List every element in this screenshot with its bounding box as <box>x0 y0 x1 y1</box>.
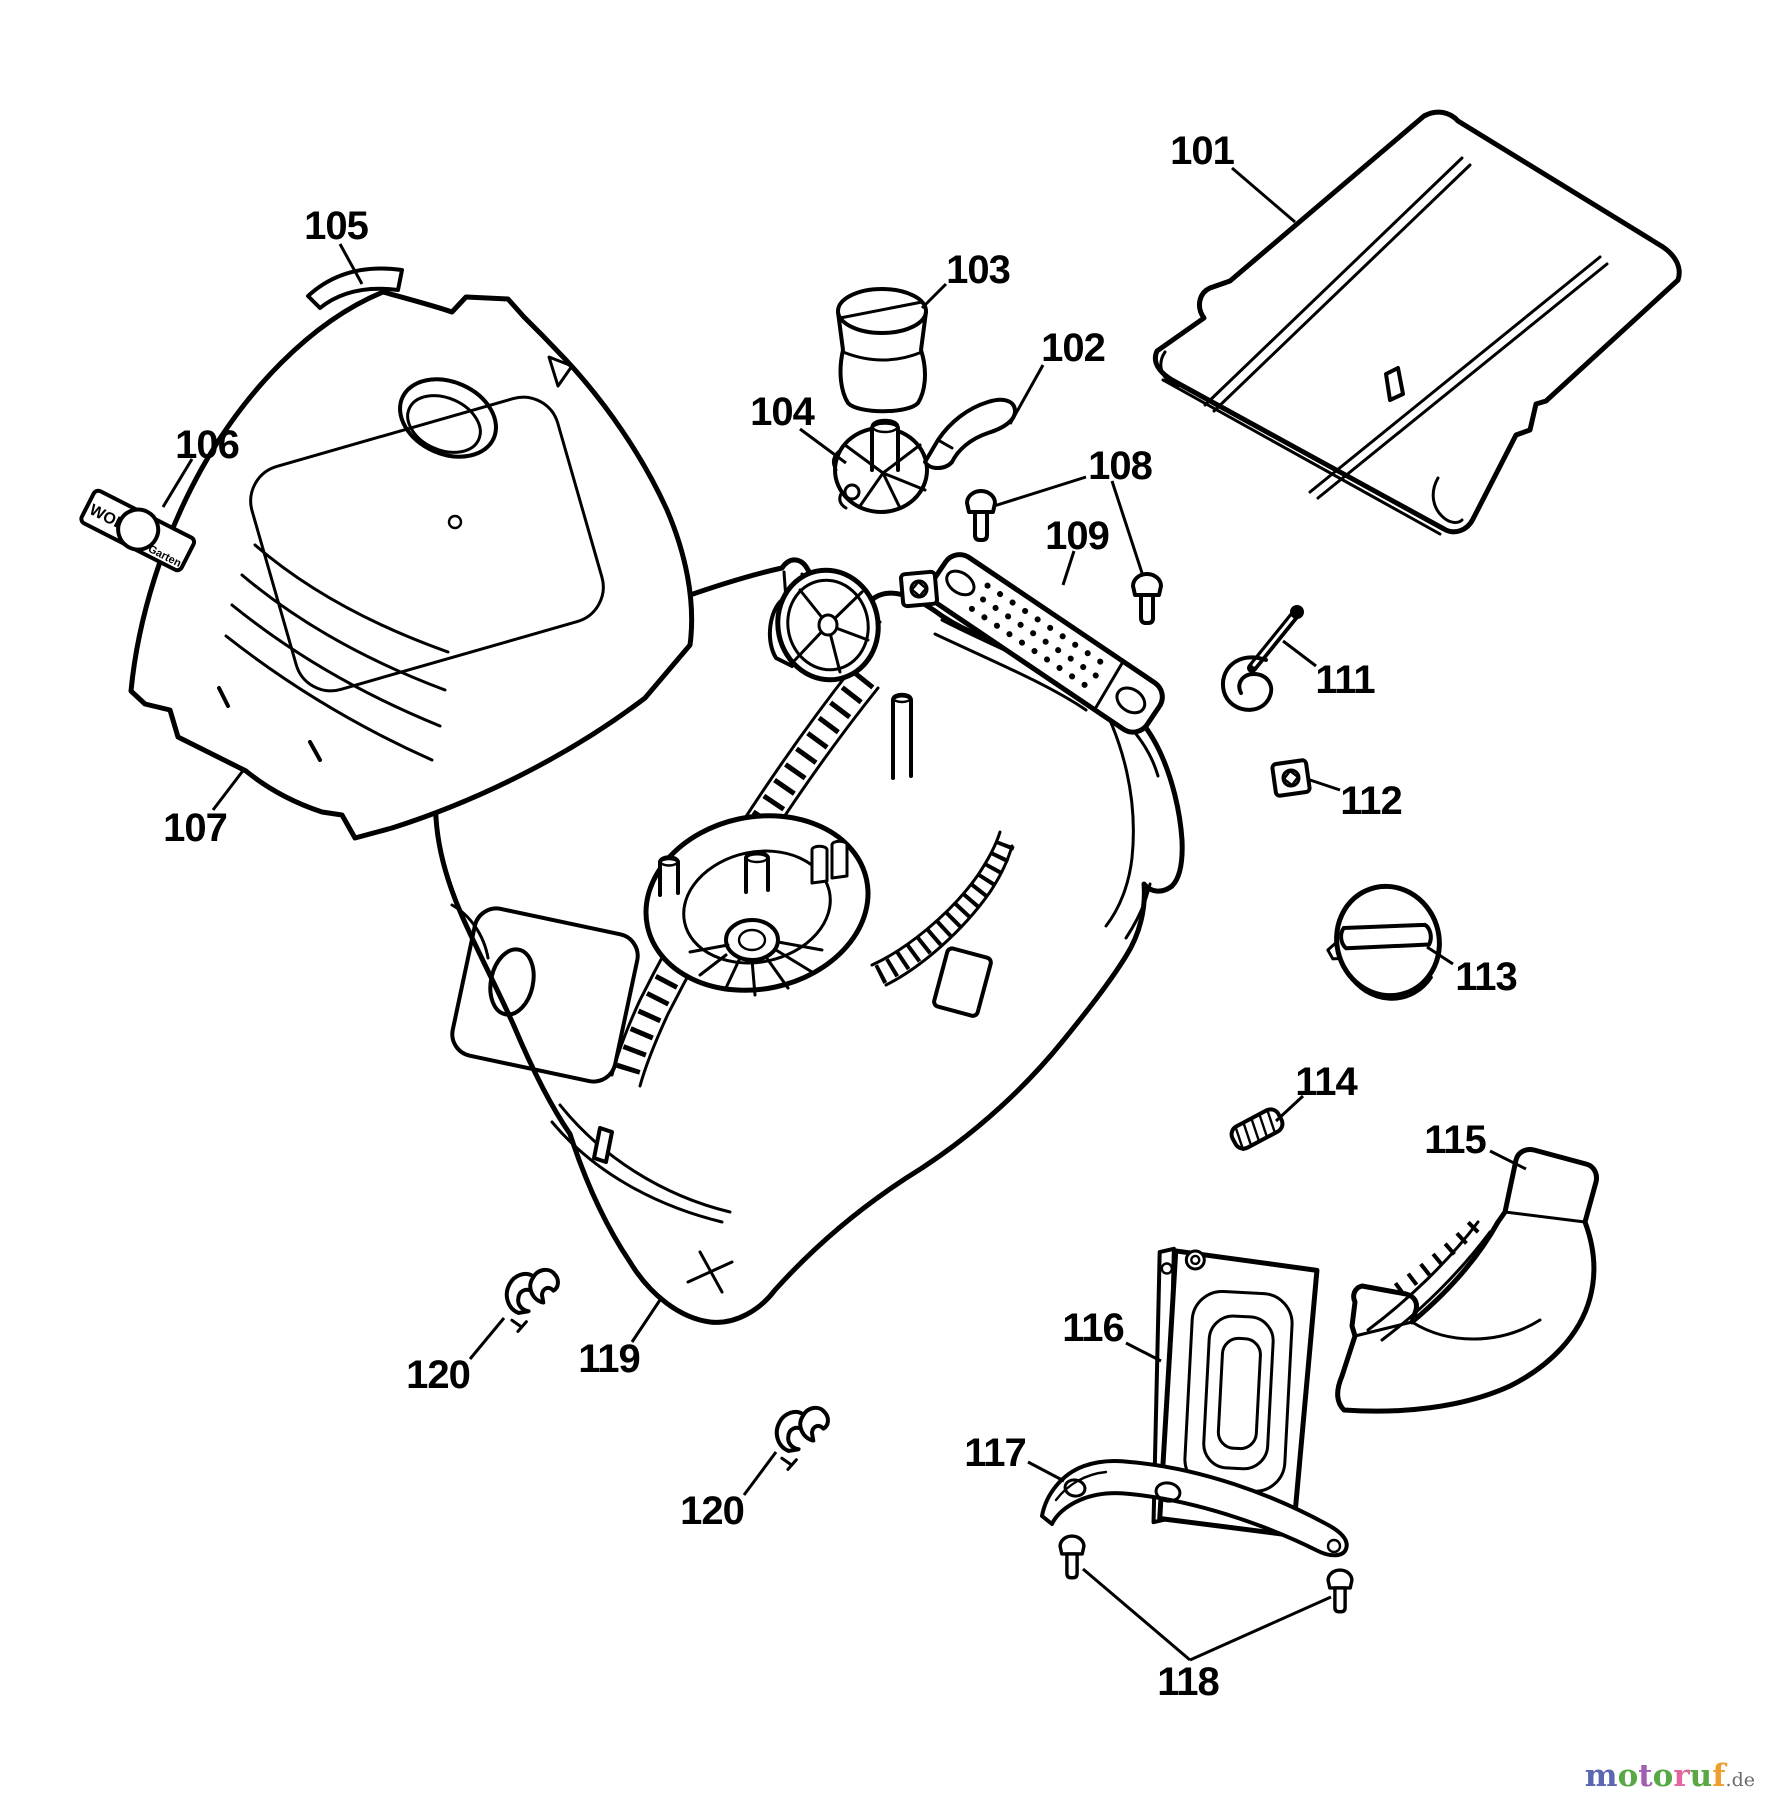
leader-line-107 <box>211 767 247 811</box>
watermark-letter: m <box>1584 1758 1618 1794</box>
leader-line-117 <box>1027 1460 1065 1483</box>
watermark-suffix: .de <box>1725 1769 1755 1791</box>
part-guard-bracket-117 <box>1040 1459 1349 1558</box>
screw-108b <box>1131 572 1163 625</box>
leader-line-112 <box>1306 777 1341 792</box>
part-label-109: 109 <box>1045 514 1109 558</box>
part-cable-lever-102 <box>923 397 1017 470</box>
part-label-103: 103 <box>946 248 1010 292</box>
part-label-119: 119 <box>578 1337 640 1381</box>
part-curved-strip-105 <box>306 266 404 310</box>
part-brand-badge-106: WOLF Garten <box>79 488 197 573</box>
part-label-116: 116 <box>1062 1306 1124 1350</box>
watermark-letter: u <box>1689 1758 1713 1794</box>
part-label-115: 115 <box>1424 1118 1486 1162</box>
part-label-101: 101 <box>1170 129 1234 173</box>
part-label-114: 114 <box>1295 1060 1358 1104</box>
part-label-112: 112 <box>1340 779 1402 823</box>
part-labels: 101 102 103 104 105 106 107 108 109 111 112 113 114 1… <box>161 129 1527 1704</box>
part-mulch-wedge-115 <box>1335 1147 1599 1414</box>
watermark-letter: r <box>1673 1758 1690 1794</box>
leader-line-108 <box>1110 480 1145 577</box>
part-deck-housing-119 <box>433 557 1185 1325</box>
part-label-120: 120 <box>680 1489 744 1533</box>
leader-line-120 <box>468 1317 506 1360</box>
part-label-113: 113 <box>1455 955 1517 999</box>
leader-line-105 <box>338 243 364 285</box>
watermark-letter: o <box>1652 1758 1674 1794</box>
part-handle-grip-109 <box>927 552 1165 735</box>
part-label-105: 105 <box>304 204 368 248</box>
watermark-letter: o <box>1617 1758 1639 1794</box>
clip-120a <box>501 1265 568 1335</box>
part-label-106: 106 <box>175 423 239 467</box>
part-label-111: 111 <box>1315 658 1375 702</box>
part-rear-flap-101 <box>1152 109 1682 536</box>
screw-118b <box>1326 1568 1354 1614</box>
leader-line-104 <box>799 427 847 465</box>
part-label-120: 120 <box>406 1353 470 1397</box>
leader-line-102 <box>1008 364 1045 425</box>
screw-118a <box>1058 1534 1086 1580</box>
part-motor-hood-107 <box>128 289 695 841</box>
leader-line-113 <box>1426 945 1454 966</box>
part-spring-111 <box>1220 605 1304 712</box>
clip-120b <box>771 1403 838 1473</box>
part-label-102: 102 <box>1041 326 1105 370</box>
leader-line-109 <box>1061 550 1076 586</box>
part-label-118: 118 <box>1157 1660 1219 1704</box>
part-label-108: 108 <box>1088 444 1152 488</box>
leader-line-118 <box>1189 1595 1332 1662</box>
watermark-letter: f <box>1712 1758 1726 1794</box>
part-label-107: 107 <box>163 806 227 850</box>
leader-line-111 <box>1282 639 1317 668</box>
leader-line-114 <box>1274 1094 1305 1123</box>
square-nut-a <box>898 569 940 609</box>
leader-line-108 <box>993 475 1087 508</box>
leader-line-101 <box>1231 166 1296 224</box>
watermark-letter: t <box>1638 1758 1653 1794</box>
part-label-117: 117 <box>964 1431 1026 1475</box>
wheel-disc <box>768 567 881 683</box>
leader-line-106 <box>161 458 194 508</box>
leader-line-115 <box>1489 1149 1527 1171</box>
leader-line-103 <box>920 282 948 310</box>
leader-line-116 <box>1125 1341 1162 1363</box>
watermark-motoruf: motoruf.de <box>1585 1758 1755 1794</box>
leader-line-119 <box>630 1299 662 1343</box>
part-label-104: 104 <box>750 390 815 434</box>
leader-line-118 <box>1082 1567 1191 1662</box>
part-fan-hub-104 <box>831 418 929 514</box>
square-nut-112 <box>1269 757 1313 799</box>
part-knob-113 <box>1326 883 1442 1001</box>
part-threaded-stud-114 <box>1229 1107 1285 1152</box>
part-blower-tube-103 <box>836 287 928 414</box>
leader-line-120 <box>742 1451 778 1496</box>
screw-108a <box>965 489 997 542</box>
